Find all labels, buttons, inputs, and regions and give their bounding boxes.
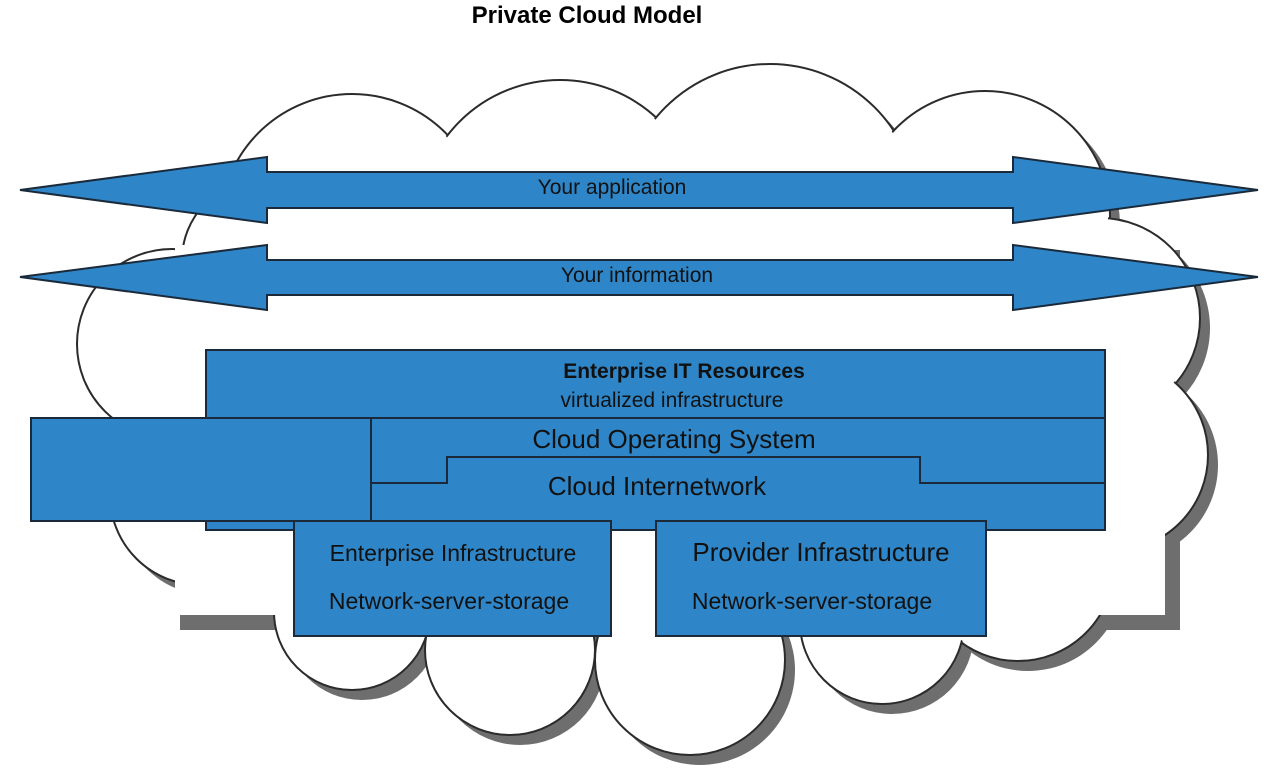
enterprise-infra-box [293,520,612,637]
enterprise-infra-subtitle: Network-server-storage [329,588,569,614]
application-arrow [19,155,1259,225]
left-side-box [30,417,372,522]
enterprise-it-title: Enterprise IT Resources [563,360,805,383]
provider-infra-box [655,520,987,637]
information-arrow-label: Your information [561,264,713,287]
application-arrow-label: Your application [538,176,687,199]
enterprise-infra-title: Enterprise Infrastructure [330,540,577,566]
provider-infra-subtitle: Network-server-storage [692,588,932,614]
diagram-title: Private Cloud Model [471,2,703,29]
provider-infra-title: Provider Infrastructure [692,537,949,567]
information-arrow [19,243,1259,312]
enterprise-it-subtitle: virtualized infrastructure [561,389,784,412]
cloud-internetwork-label: Cloud Internetwork [548,471,767,501]
os-internetwork-divider [371,456,1105,484]
cloud-os-label: Cloud Operating System [532,424,815,454]
